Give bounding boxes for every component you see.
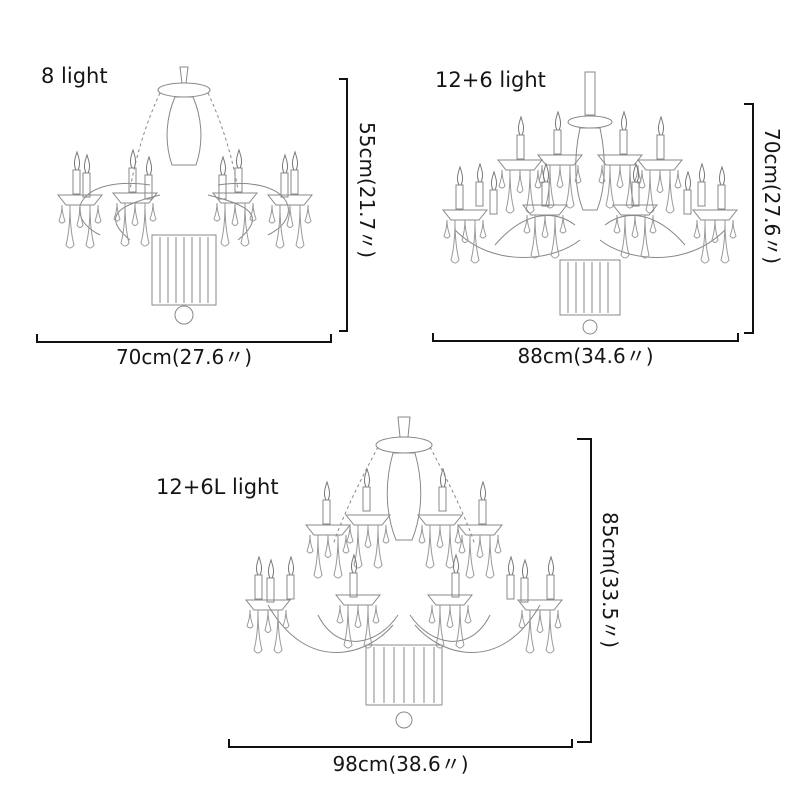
width-dimension-line xyxy=(36,341,332,343)
chandelier-8-light-illustration xyxy=(57,65,313,335)
width-dimension-tick-right xyxy=(737,333,739,342)
product-label: 12+6 light xyxy=(435,68,546,92)
height-dimension-label: 85cm(33.5〃) xyxy=(598,512,622,649)
height-dimension-label: 70cm(27.6〃) xyxy=(760,128,784,265)
width-dimension-tick-left xyxy=(228,739,230,748)
height-dimension-tick-bottom xyxy=(744,332,754,334)
height-dimension-tick-top xyxy=(577,438,592,440)
product-label: 12+6L light xyxy=(156,475,279,499)
height-dimension-tick-bottom xyxy=(339,330,348,332)
width-dimension-label: 70cm(27.6〃) xyxy=(115,345,253,369)
width-dimension-tick-right xyxy=(330,334,332,343)
height-dimension-line xyxy=(590,438,592,743)
height-dimension-tick-top xyxy=(339,78,348,80)
chandelier-12-6l-light-illustration xyxy=(245,415,563,740)
height-dimension-label: 55cm(21.7〃) xyxy=(355,122,379,259)
width-dimension-tick-left xyxy=(36,334,38,343)
height-dimension-tick-bottom xyxy=(577,741,592,743)
height-dimension-line xyxy=(346,78,348,332)
width-dimension-line xyxy=(432,340,739,342)
width-dimension-tick-left xyxy=(432,333,434,342)
height-dimension-tick-top xyxy=(744,103,754,105)
product-label: 8 light xyxy=(41,64,108,88)
width-dimension-line xyxy=(228,746,573,748)
height-dimension-line xyxy=(752,103,754,334)
width-dimension-label: 88cm(34.6〃) xyxy=(517,344,654,368)
chandelier-12-6-light-illustration xyxy=(442,70,738,335)
width-dimension-label: 98cm(38.6〃) xyxy=(332,752,469,776)
width-dimension-tick-right xyxy=(571,739,573,748)
